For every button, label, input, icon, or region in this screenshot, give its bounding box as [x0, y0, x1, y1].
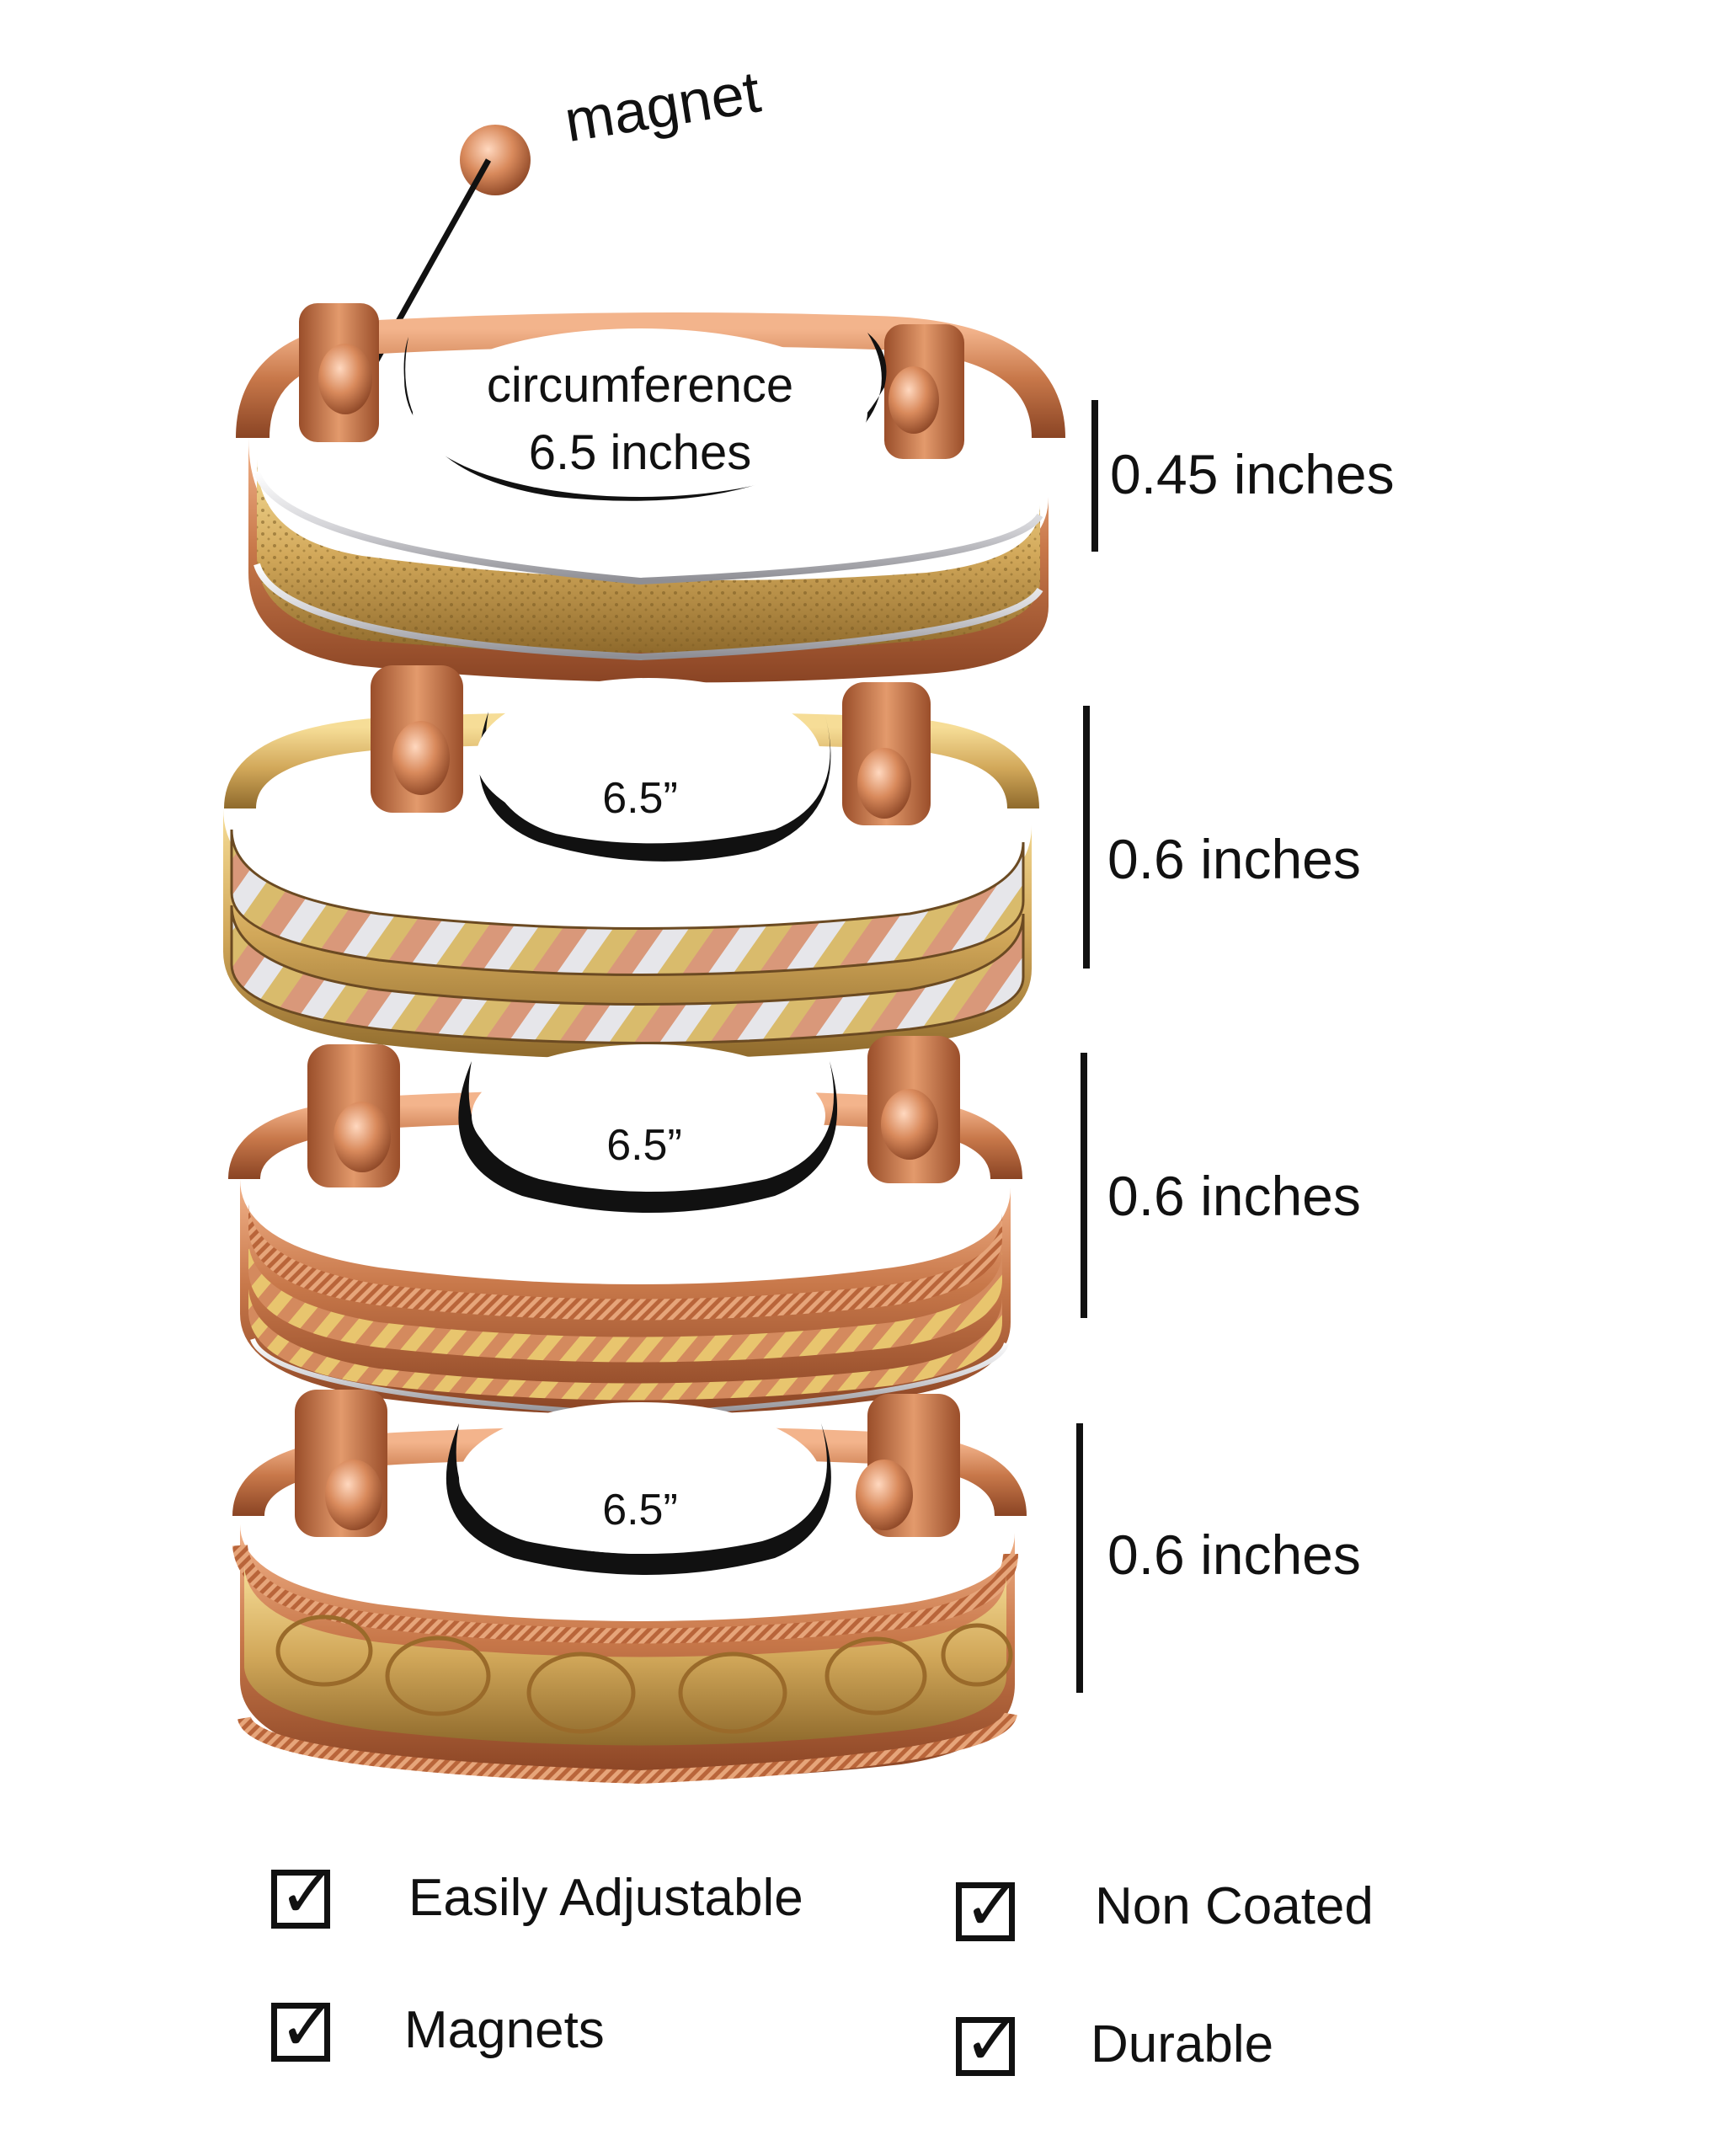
bracelet-1-inner-label: circumference 6.5 inches [430, 352, 851, 487]
bracelet-etched-brass [236, 303, 1065, 683]
bracelet-3-inner-label: 6.5” [606, 1121, 682, 1170]
bracelet-4-inner-label: 6.5” [602, 1486, 678, 1534]
feature-magnets: Magnets [404, 2001, 605, 2059]
feature-durable: Durable [1091, 2015, 1274, 2073]
bracelet-4-width-label: 0.6 inches [1107, 1524, 1361, 1586]
bracelet-1-inner-line1: circumference [486, 358, 794, 413]
checkbox-checked-icon: ✓ [956, 1873, 1020, 1941]
bracelet-1-width-label: 0.45 inches [1110, 443, 1395, 505]
bracelet-3-width-label: 0.6 inches [1107, 1165, 1361, 1227]
turtle-motifs [275, 1614, 1013, 1734]
bracelet-turtle-brass [232, 1390, 1027, 1785]
checkbox-checked-icon: ✓ [956, 2008, 1020, 2076]
magnet-callout-dot [460, 125, 531, 195]
checkbox-checked-icon: ✓ [271, 1993, 335, 2062]
bracelet-2-inner-label: 6.5” [602, 774, 678, 823]
feature-easily-adjustable: Easily Adjustable [408, 1869, 803, 1927]
feature-non-coated: Non Coated [1095, 1877, 1374, 1935]
bracelet-2-width-label: 0.6 inches [1107, 828, 1361, 890]
bracelet-1-inner-line2: 6.5 inches [528, 425, 752, 480]
checkbox-checked-icon: ✓ [271, 1860, 335, 1929]
